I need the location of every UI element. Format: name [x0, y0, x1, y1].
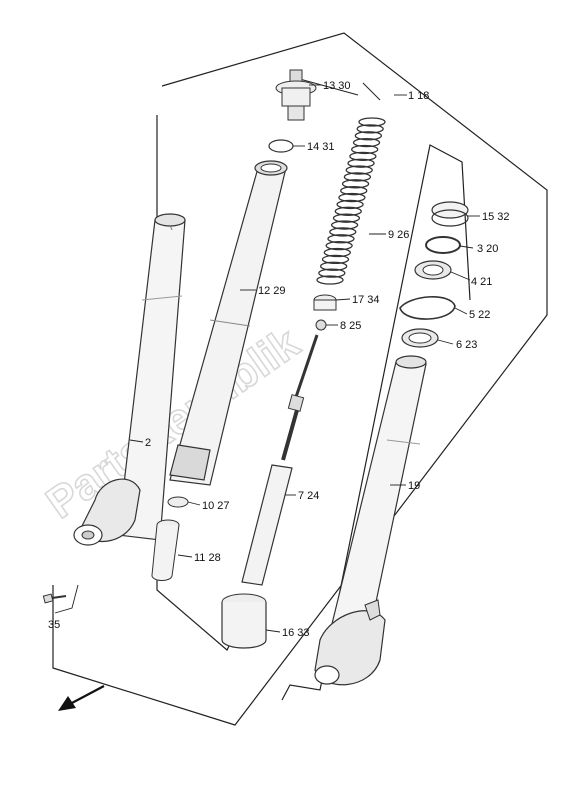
spring-coil — [358, 117, 386, 127]
label-part-9: 9 26 — [388, 229, 409, 241]
label-part-11: 11 28 — [194, 552, 221, 564]
spring-coil — [323, 247, 351, 258]
spring-coil — [356, 124, 384, 134]
frame-guide — [362, 82, 381, 101]
spring-coil — [334, 206, 362, 216]
spring-coil — [316, 275, 344, 285]
spring-coil — [347, 158, 375, 168]
label-part-1: 1 18 — [408, 90, 429, 102]
spring-coil — [352, 137, 381, 148]
spring-coil — [332, 213, 361, 223]
callout-labels: 13 30 14 31 1 18 15 32 3 20 4 21 5 22 6 … — [48, 80, 510, 639]
right-outer-tube — [314, 355, 427, 686]
label-part-2: 2 — [145, 437, 151, 449]
spring-coil — [318, 268, 346, 278]
bushing-10 — [167, 496, 189, 508]
spring-coil — [349, 151, 377, 161]
label-part-19: 19 — [408, 480, 420, 492]
bolt-35 — [42, 593, 67, 604]
label-part-17: 17 34 — [352, 294, 380, 306]
spring-coil — [351, 144, 379, 155]
spring-coil — [338, 192, 366, 203]
spring-coil — [336, 199, 364, 210]
spring-coil — [345, 165, 373, 175]
o-ring-14 — [268, 139, 294, 153]
spring — [316, 117, 386, 285]
nut-8 — [315, 319, 327, 331]
spring-coil — [321, 254, 350, 265]
label-part-6: 6 23 — [456, 339, 477, 351]
collar-16 — [221, 593, 267, 649]
spring-coil — [341, 179, 370, 189]
label-part-5: 5 22 — [469, 309, 490, 321]
right-inner-frame — [281, 144, 471, 701]
left-outer-tube — [73, 213, 186, 546]
spacer-17 — [313, 294, 337, 311]
label-part-3: 3 20 — [477, 243, 498, 255]
spring-coil — [330, 220, 359, 230]
inner-tube — [169, 160, 288, 486]
label-part-12: 12 29 — [258, 285, 286, 297]
label-part-7: 7 24 — [298, 490, 319, 502]
label-part-16: 16 33 — [282, 627, 310, 639]
fork-cap — [275, 69, 317, 121]
damper-rod — [241, 334, 319, 586]
outer-frame — [52, 32, 548, 726]
label-part-10: 10 27 — [202, 500, 230, 512]
spring-coil — [340, 186, 368, 196]
spring-coil — [320, 261, 348, 271]
spring-coil — [329, 227, 357, 237]
spring-coil — [354, 131, 382, 141]
front-direction-arrow-icon — [58, 685, 105, 711]
spring-coil — [327, 234, 355, 244]
bushing-11 — [151, 519, 180, 581]
seal-stack — [399, 201, 469, 348]
label-part-35: 35 — [48, 619, 60, 631]
label-part-14: 14 31 — [307, 141, 335, 153]
spring-coil — [325, 241, 353, 251]
label-part-13: 13 30 — [323, 80, 351, 92]
label-part-8: 8 25 — [340, 320, 361, 332]
spring-coil — [343, 172, 372, 182]
leader-lines — [54, 84, 480, 633]
label-part-4: 4 21 — [471, 276, 492, 288]
label-part-15: 15 32 — [482, 211, 510, 223]
frame-guide-2 — [295, 77, 359, 96]
